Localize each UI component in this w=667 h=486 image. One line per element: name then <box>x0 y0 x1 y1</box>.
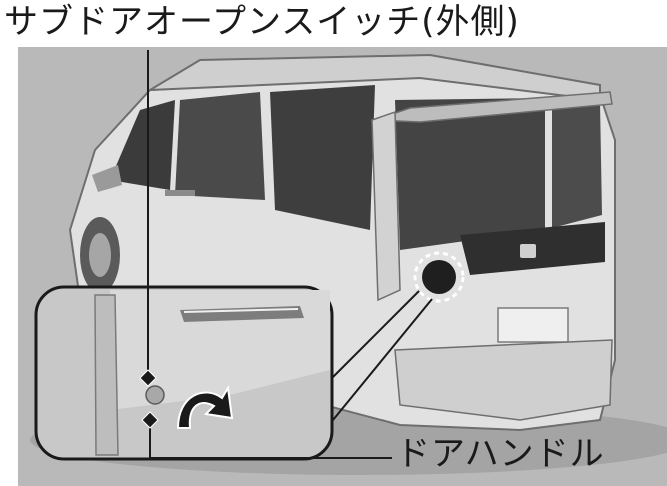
wheel-rim <box>89 233 111 277</box>
side-window-front <box>110 100 175 190</box>
rear-window <box>395 98 545 250</box>
leader-dot-switch <box>139 369 157 387</box>
callout-line-upper <box>329 290 420 381</box>
inset-door-panel <box>110 290 330 410</box>
inset-door-edge <box>94 294 119 456</box>
license-plate <box>497 307 569 343</box>
rear-window-right <box>552 98 602 228</box>
rear-bumper <box>394 339 613 421</box>
side-window-middle <box>175 92 265 200</box>
pull-arrow-icon <box>176 385 234 429</box>
leader-line-handle <box>149 420 392 459</box>
side-window-rear <box>270 85 375 230</box>
side-door-handle <box>165 190 195 196</box>
side-mirror <box>92 165 122 192</box>
car-roof <box>149 53 601 102</box>
inset-switch <box>145 385 165 405</box>
emblem <box>520 244 536 258</box>
inset-handle-highlight <box>183 308 299 313</box>
rear-spoiler <box>374 91 613 123</box>
door-handle-label: ドアハンドル <box>396 434 605 474</box>
leader-dot-handle <box>141 411 159 429</box>
sub-door-open-switch-label: サブドアオープンスイッチ(外側) <box>4 2 520 42</box>
callout-line-lower <box>332 298 433 421</box>
switch-location-marker <box>413 251 465 303</box>
switch-location-shadow <box>422 260 456 294</box>
tail-light <box>371 110 401 302</box>
